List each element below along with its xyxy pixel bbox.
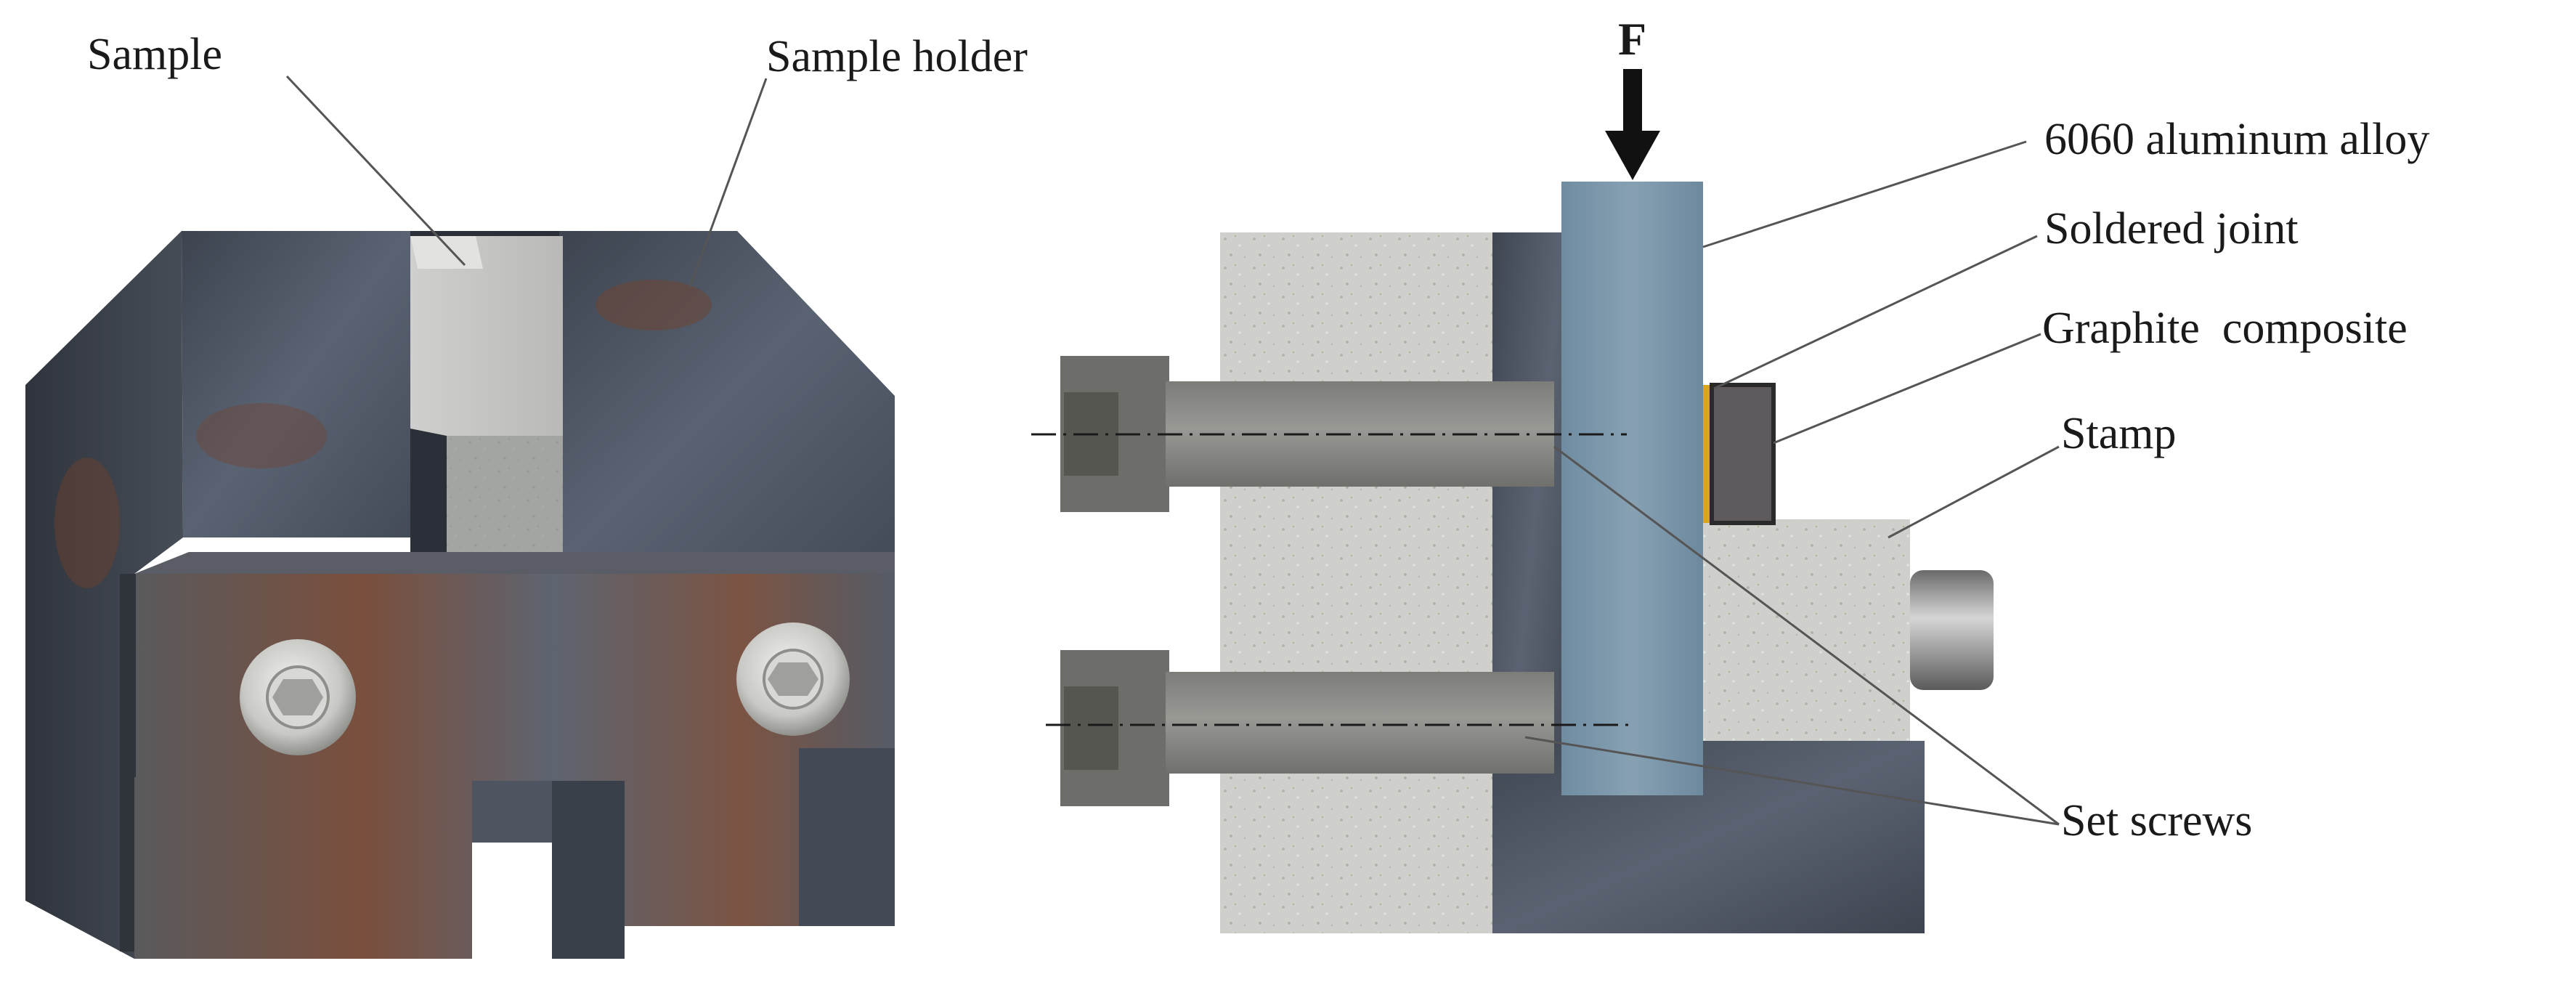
sample-block xyxy=(410,236,563,436)
label-set-screws: Set screws xyxy=(2061,796,2252,845)
clamp-bolt-right xyxy=(736,622,850,736)
label-sample-holder: Sample holder xyxy=(766,32,1028,81)
label-soldered-joint: Soldered joint xyxy=(2044,204,2299,253)
sample-holder-3d-view xyxy=(25,231,895,959)
stamp-pin xyxy=(1910,570,1994,690)
concrete-block-left xyxy=(1220,232,1496,933)
holder-base xyxy=(134,777,895,959)
set-screw-lower xyxy=(1060,650,1554,806)
steel-base xyxy=(1492,741,1925,933)
holder-left-side-face xyxy=(25,231,183,959)
leader-lines xyxy=(285,75,2060,826)
label-force: F xyxy=(1618,13,1646,65)
label-stamp: Stamp xyxy=(2061,409,2176,458)
force-arrow xyxy=(1605,69,1660,180)
fixture-cross-section xyxy=(1031,69,1994,933)
graphite-composite xyxy=(1710,383,1776,525)
label-aluminum-alloy: 6060 aluminum alloy xyxy=(2044,115,2429,164)
label-sample: Sample xyxy=(87,30,222,79)
holder-left-chamfer xyxy=(182,231,410,537)
aluminum-alloy-bar xyxy=(1561,182,1703,795)
holder-right-chamfer xyxy=(559,231,895,559)
stamp-block xyxy=(1703,519,1910,741)
label-graphite-composite: Graphite composite xyxy=(2042,304,2408,353)
clamp-bolt-left xyxy=(240,639,356,755)
